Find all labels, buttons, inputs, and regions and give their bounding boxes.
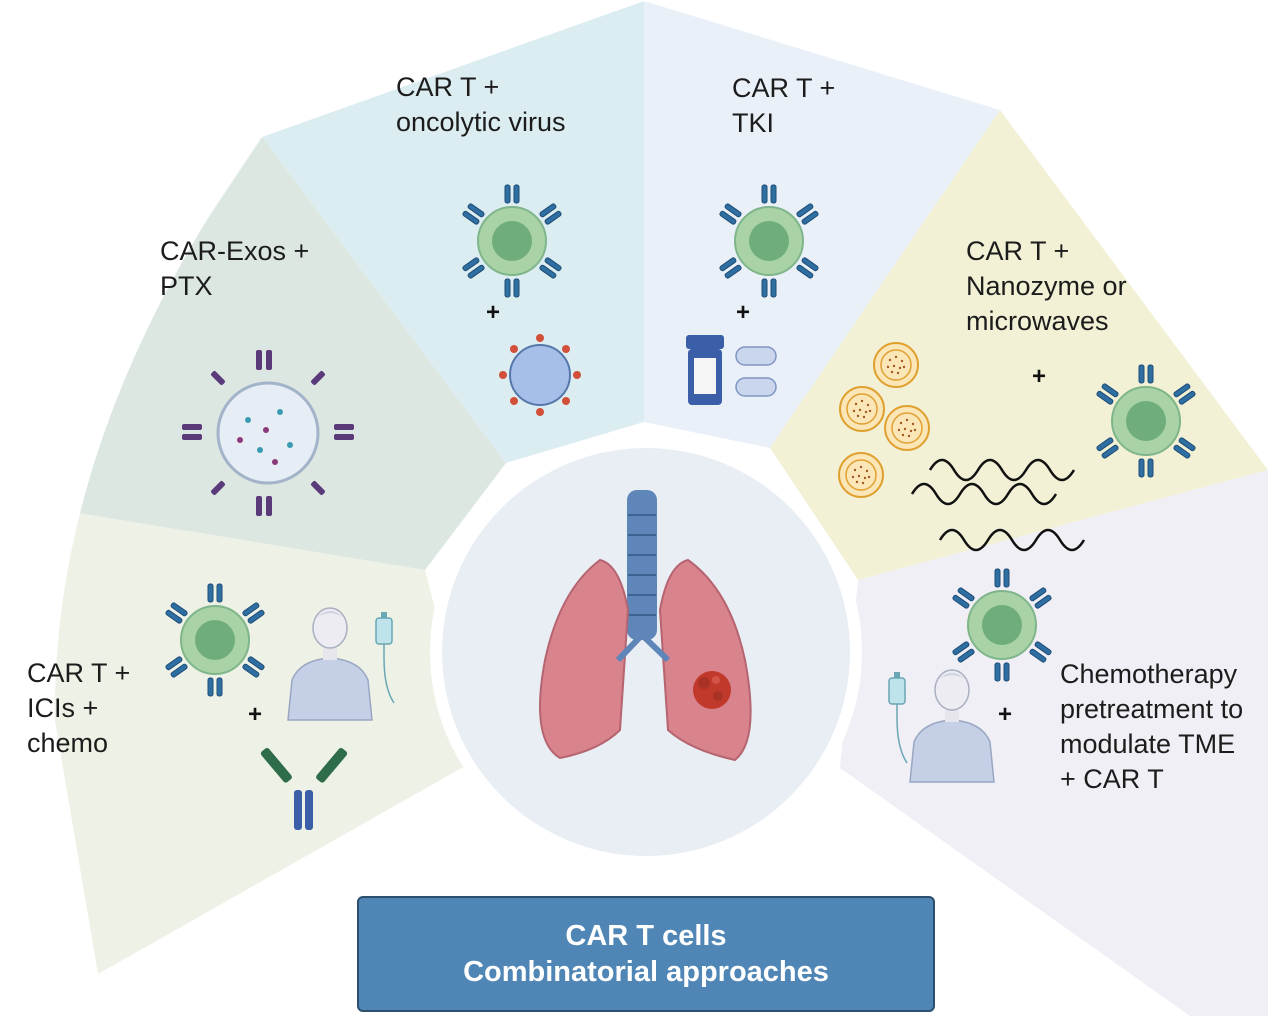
label-line: microwaves [966, 306, 1109, 336]
label-line: CAR T + [27, 658, 131, 688]
antibody-icon [260, 748, 348, 830]
label-ici-chemo: CAR T + ICIs + chemo [27, 656, 130, 761]
label-line: pretreatment to [1060, 694, 1244, 724]
pill-bottle-icon [686, 335, 724, 405]
label-line: CAR T + [732, 73, 836, 103]
plus-sign: + [998, 701, 1013, 728]
label-oncolytic-virus: CAR T + oncolytic virus [396, 70, 566, 140]
title-box: CAR T cells Combinatorial approaches [357, 896, 935, 1012]
label-line: chemo [27, 728, 109, 758]
plus-sign: + [1032, 363, 1047, 390]
lungs-icon [539, 490, 752, 762]
label-nanozyme: CAR T + Nanozyme or microwaves [966, 234, 1127, 339]
microwave-icon [910, 458, 1086, 552]
title-line-1: CAR T cells [565, 920, 727, 952]
label-line: oncolytic virus [396, 107, 566, 137]
tumor-icon [693, 671, 731, 709]
label-line: modulate TME [1060, 729, 1236, 759]
label-car-exos: CAR-Exos + PTX [160, 234, 309, 304]
label-line: ICIs + [27, 693, 99, 723]
exosome-icon [182, 350, 354, 516]
label-line: TKI [732, 108, 775, 138]
label-line: Nanozyme or [966, 271, 1127, 301]
plus-sign: + [736, 299, 751, 326]
title-line-2: Combinatorial approaches [463, 956, 829, 988]
label-line: Chemotherapy [1060, 659, 1238, 689]
label-line: CAR-Exos + [160, 236, 310, 266]
label-line: CAR T + [396, 72, 500, 102]
capsule-icon [735, 346, 777, 397]
sector-ici-chemo [18, 503, 474, 974]
center-circle [442, 448, 850, 856]
label-line: + CAR T [1060, 764, 1164, 794]
label-line: CAR T + [966, 236, 1070, 266]
label-line: PTX [160, 271, 213, 301]
sector-tki [644, 1, 1000, 448]
oncolytic-virus-icon [499, 334, 581, 416]
plus-sign: + [248, 701, 263, 728]
label-tki: CAR T + TKI [732, 71, 835, 141]
label-chemotherapy: Chemotherapy pretreatment to modulate TM… [1060, 657, 1243, 797]
sector-chemotherapy [840, 470, 1268, 1016]
plus-sign: + [486, 299, 501, 326]
